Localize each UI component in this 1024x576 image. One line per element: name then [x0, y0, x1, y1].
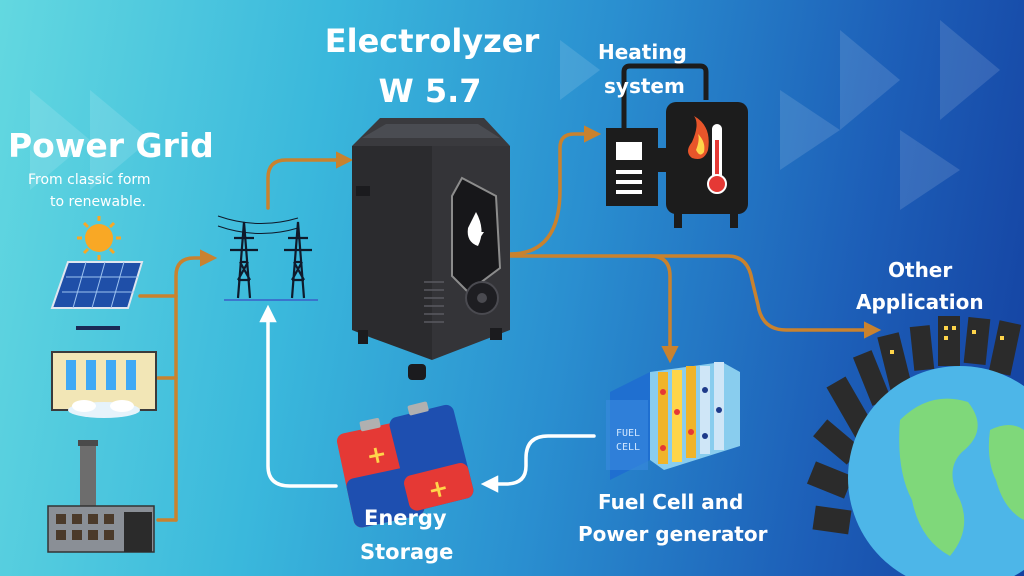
source-bus-line: [174, 249, 218, 522]
power-plant-icon: [47, 440, 155, 553]
electrolyzer-to-fuelcell-line: [508, 254, 679, 364]
energy-storage-label-line1: Energy: [364, 506, 447, 530]
battery-icon: + +: [336, 401, 474, 528]
fuel-cell-icon: FUEL CELL: [606, 362, 740, 480]
fuel-cell-label-line2: Power generator: [578, 522, 768, 546]
fuel-cell-panel-text2: CELL: [616, 442, 640, 453]
transmission-tower-icon: [217, 215, 318, 301]
heating-label-line2: system: [604, 74, 685, 98]
flow-lines-orange: [138, 125, 882, 522]
power-grid-subtitle-line1: From classic form: [28, 172, 151, 188]
electrolyzer-model: W 5.7: [378, 72, 482, 110]
earth-city-icon: [806, 316, 1024, 576]
background-triangles: [30, 20, 1000, 210]
other-application-label-line1: Other: [888, 258, 953, 282]
electrolyzer-title: Electrolyzer: [324, 22, 540, 60]
electrolyzer-to-other-line: [648, 254, 882, 339]
dam-icon: [51, 351, 157, 418]
grid-to-electrolyzer-line: [266, 151, 354, 210]
power-grid-subtitle-line2: to renewable.: [50, 194, 146, 210]
flow-lines-white: [259, 304, 596, 493]
fuel-cell-label-line1: Fuel Cell and: [598, 490, 744, 514]
electrolyzer-to-heating-line: [508, 125, 602, 256]
electrolyzer-machine-icon: [352, 118, 510, 380]
fuel-cell-panel-text1: FUEL: [616, 428, 640, 439]
solar-panel-icon: [50, 216, 144, 330]
energy-storage-label-line2: Storage: [360, 540, 454, 564]
power-grid-title: Power Grid: [8, 126, 214, 165]
fuelcell-to-storage-line: [480, 434, 596, 493]
heating-system-icon: [606, 63, 748, 228]
heating-label-line1: Heating: [598, 40, 687, 64]
other-application-label-line2: Application: [856, 290, 984, 314]
storage-to-grid-line: [259, 304, 338, 488]
